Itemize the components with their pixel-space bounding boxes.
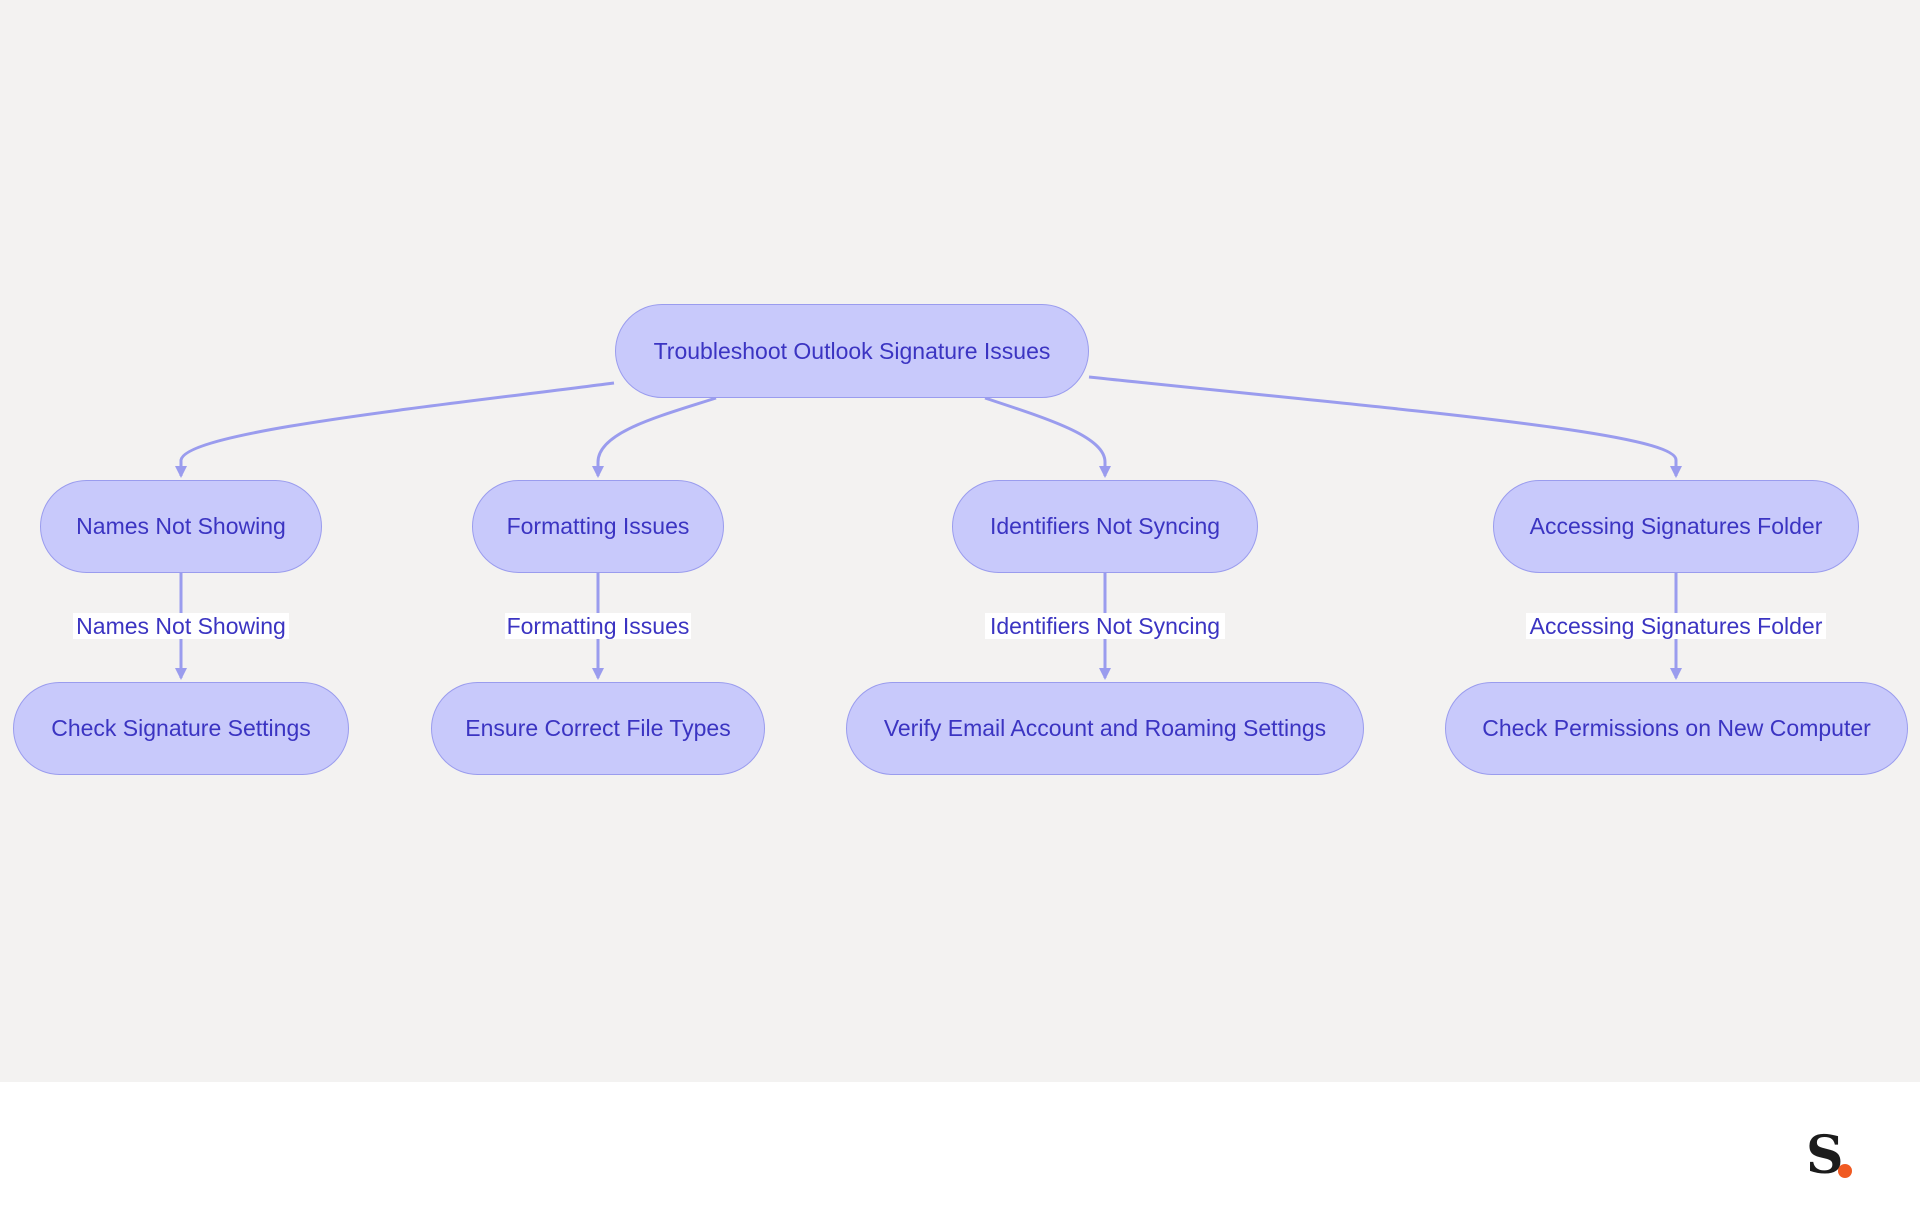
node-check-permissions[interactable]: Check Permissions on New Computer [1445,682,1908,775]
edge-root-identifiers [984,396,1111,478]
node-verify-email-account[interactable]: Verify Email Account and Roaming Setting… [846,682,1364,775]
node-accessing-signatures-folder[interactable]: Accessing Signatures Folder [1493,480,1859,573]
edge-label-identifiers-not-syncing: Identifiers Not Syncing [985,613,1225,639]
node-identifiers-not-syncing-label: Identifiers Not Syncing [989,513,1221,539]
diagram-canvas: Troubleshoot Outlook Signature Issues Na… [0,0,1920,1082]
node-verify-email-account-label: Verify Email Account and Roaming Setting… [883,715,1327,741]
footer [0,1082,1920,1215]
node-check-signature-settings-label: Check Signature Settings [51,715,311,741]
brand-logo: S [1806,1128,1866,1184]
edge-label-accessing-signatures-folder: Accessing Signatures Folder [1526,613,1826,639]
node-names-not-showing-label: Names Not Showing [76,513,286,539]
brand-logo-letter: S [1806,1125,1844,1186]
node-root[interactable]: Troubleshoot Outlook Signature Issues [615,304,1089,398]
node-ensure-correct-file-types[interactable]: Ensure Correct File Types [431,682,765,775]
node-root-label: Troubleshoot Outlook Signature Issues [653,337,1051,364]
node-check-signature-settings[interactable]: Check Signature Settings [13,682,349,775]
brand-logo-dot-icon [1838,1164,1852,1178]
node-names-not-showing[interactable]: Names Not Showing [40,480,322,573]
edge-label-formatting-issues: Formatting Issues [505,613,691,639]
edge-root-accessing [1088,375,1682,478]
edge-root-formatting [592,396,717,478]
node-accessing-signatures-folder-label: Accessing Signatures Folder [1529,513,1823,539]
node-formatting-issues[interactable]: Formatting Issues [472,480,724,573]
node-identifiers-not-syncing[interactable]: Identifiers Not Syncing [952,480,1258,573]
node-formatting-issues-label: Formatting Issues [506,513,690,539]
edge-label-names-not-showing: Names Not Showing [73,613,289,639]
node-ensure-correct-file-types-label: Ensure Correct File Types [465,715,731,741]
edge-root-names [175,381,615,478]
node-check-permissions-label: Check Permissions on New Computer [1482,715,1871,741]
